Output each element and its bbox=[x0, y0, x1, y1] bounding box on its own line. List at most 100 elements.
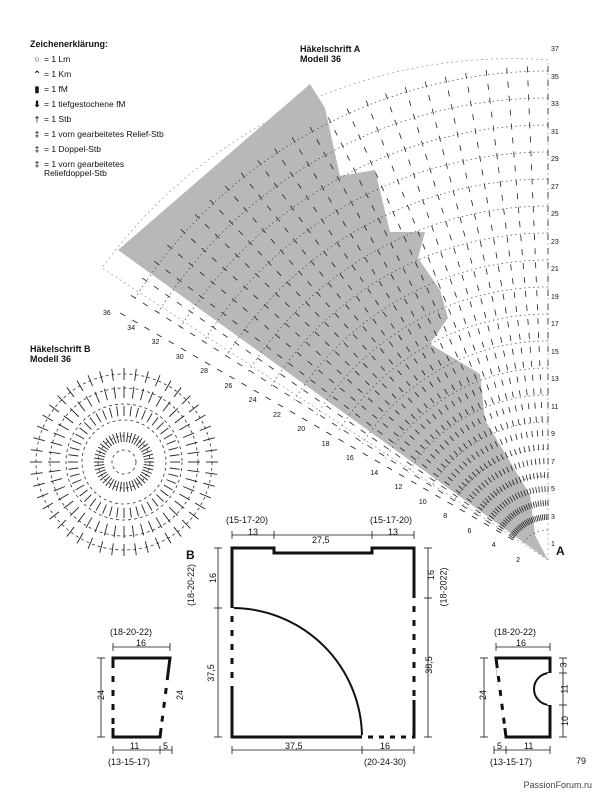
main-top-right-value: 13 bbox=[388, 527, 399, 537]
stitch-mark bbox=[495, 488, 501, 494]
stitch-mark bbox=[320, 218, 325, 224]
stitch-mark bbox=[491, 474, 496, 481]
stitch-mark bbox=[355, 437, 361, 442]
stitch-mark bbox=[173, 387, 182, 398]
stitch-mark bbox=[102, 440, 111, 449]
stitch-mark bbox=[414, 475, 420, 479]
stitch-mark bbox=[522, 461, 525, 468]
stitch-mark bbox=[483, 311, 487, 318]
stitch-mark bbox=[33, 482, 45, 487]
stitch-mark bbox=[511, 531, 517, 537]
stitch-mark bbox=[383, 445, 389, 450]
stitch-mark bbox=[210, 303, 216, 308]
stitch-mark bbox=[156, 422, 164, 430]
stitch-mark bbox=[347, 284, 353, 291]
legend-item: ▮= 1 fM bbox=[30, 85, 164, 100]
stitch-mark bbox=[383, 261, 388, 268]
stitch-mark bbox=[465, 288, 469, 294]
stitch-mark bbox=[144, 326, 150, 331]
stitch-mark bbox=[450, 104, 453, 111]
stitch-mark bbox=[367, 444, 373, 449]
row-number: 23 bbox=[551, 238, 559, 246]
stitch-mark bbox=[369, 159, 373, 166]
legend-item: ‡= 1 vorn gearbeitetes Reliefdoppel-Stb bbox=[30, 160, 164, 184]
stitch-mark bbox=[454, 431, 459, 438]
stitch-mark bbox=[168, 506, 179, 517]
row-number: 29 bbox=[551, 156, 559, 163]
stitch-mark bbox=[451, 400, 456, 407]
stitch-mark bbox=[458, 485, 464, 491]
stitch-mark bbox=[397, 370, 402, 376]
stitch-mark bbox=[94, 391, 100, 404]
stitch-mark bbox=[535, 501, 538, 508]
stitch-mark bbox=[234, 196, 239, 202]
stitch-mark bbox=[320, 185, 325, 191]
stitch-mark bbox=[536, 515, 539, 522]
stitch-mark bbox=[350, 445, 356, 450]
row-number: 13 bbox=[551, 376, 559, 383]
stitch-mark bbox=[474, 488, 480, 494]
stitch-mark bbox=[222, 333, 228, 338]
stitch-mark bbox=[309, 126, 314, 133]
stitch-mark bbox=[358, 134, 362, 140]
stitch-mark bbox=[94, 466, 105, 471]
stitch-mark bbox=[319, 414, 326, 419]
chain-row bbox=[178, 124, 549, 330]
stitch-mark bbox=[135, 477, 143, 487]
stitch-mark bbox=[324, 341, 330, 347]
stitch-mark bbox=[168, 407, 179, 418]
main-schematic bbox=[214, 531, 432, 754]
stitch-mark bbox=[412, 172, 416, 179]
stitch-mark bbox=[337, 413, 343, 418]
stitch-mark bbox=[484, 399, 488, 406]
stitch-mark bbox=[520, 432, 523, 439]
stitch-mark bbox=[321, 387, 327, 393]
stitch-mark bbox=[323, 151, 327, 158]
stitch-mark bbox=[372, 318, 377, 325]
stitch-mark bbox=[517, 524, 523, 530]
stitch-mark bbox=[530, 502, 533, 509]
stitch-mark bbox=[307, 407, 314, 412]
stitch-mark bbox=[453, 117, 456, 124]
stitch-mark bbox=[459, 508, 466, 513]
stitch-mark bbox=[254, 337, 260, 342]
stitch-mark bbox=[137, 475, 146, 484]
stitch-mark bbox=[458, 396, 462, 403]
stitch-mark bbox=[522, 263, 524, 270]
stitch-mark bbox=[229, 375, 235, 380]
stitch-mark bbox=[524, 375, 526, 382]
stitch-mark bbox=[402, 467, 409, 472]
stitch-mark bbox=[295, 291, 301, 297]
chain-row bbox=[499, 502, 549, 530]
stitch-mark bbox=[527, 518, 531, 525]
stitch-mark bbox=[221, 289, 227, 294]
chart-a-title: Häkelschrift A Modell 36 bbox=[300, 44, 360, 65]
stitch-mark bbox=[497, 395, 501, 402]
stitch-mark bbox=[146, 413, 153, 423]
stitch-mark bbox=[482, 500, 488, 506]
stitch-mark bbox=[481, 169, 484, 176]
stitch-mark bbox=[479, 503, 486, 509]
stitch-mark bbox=[148, 520, 154, 533]
stitch-mark bbox=[428, 94, 431, 101]
round-ring bbox=[65, 403, 183, 521]
stitch-mark bbox=[274, 313, 280, 319]
stitch-mark bbox=[143, 466, 154, 471]
stitch-mark bbox=[504, 393, 508, 400]
stitch-mark bbox=[310, 379, 316, 384]
round-ring bbox=[81, 419, 167, 505]
row-number: 5 bbox=[551, 486, 555, 493]
stitch-mark bbox=[99, 371, 104, 383]
stitch-mark bbox=[497, 505, 502, 511]
stitch-mark bbox=[364, 380, 370, 386]
stitch-mark bbox=[126, 481, 129, 492]
stitch-mark bbox=[398, 387, 404, 393]
stitch-mark bbox=[437, 282, 441, 289]
stitch-mark bbox=[353, 352, 358, 358]
stitch-mark bbox=[134, 368, 137, 381]
stitch-mark bbox=[306, 161, 311, 167]
stitch-mark bbox=[288, 259, 294, 266]
stitch-mark bbox=[449, 497, 456, 502]
stitch-mark bbox=[405, 346, 410, 352]
left-bottom-sizes: (13-15-17) bbox=[108, 757, 151, 767]
